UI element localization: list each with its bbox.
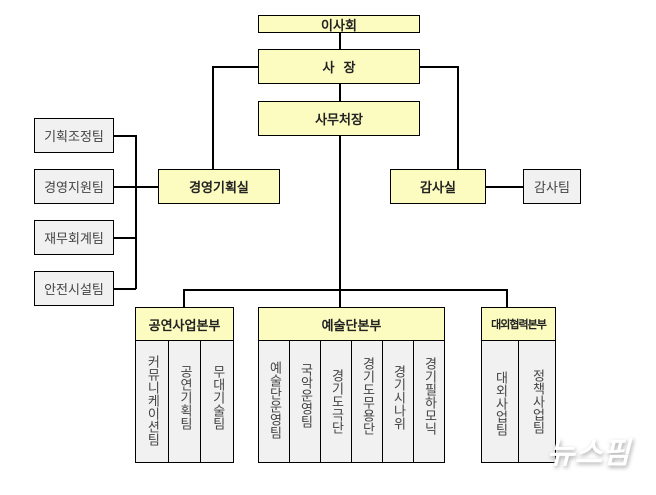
division-team: 경기필하모닉 [414,341,444,462]
audit-office-label: 감사실 [420,181,456,196]
division-team-label: 경기시나위 [390,365,406,430]
division-header: 공연사업본부 [136,308,233,341]
connector-division-1 [183,289,185,307]
board-box: 이사회 [258,15,420,34]
planning-team-box: 재무회계팀 [34,220,114,255]
division-team: 국악운영팀 [290,341,321,462]
planning-team-label: 기획조정팀 [44,130,104,145]
secretary-box: 사무처장 [258,101,420,136]
division-header: 예술단본부 [259,308,444,341]
division-team: 경기시나위 [383,341,414,462]
board-label: 이사회 [321,18,357,34]
planning-team-label: 안전시설팀 [44,283,104,298]
division-team: 경기도무용단 [352,341,383,462]
connector-team-4 [113,288,136,290]
division-team-label: 공연기획팀 [177,365,192,430]
division-team-label: 국악운영팀 [297,363,313,428]
audit-team-box: 감사팀 [523,169,581,204]
division-team-label: 무대기술팀 [209,365,225,430]
connector-planning-teams-spine [135,135,137,289]
planning-team-box: 경영지원팀 [34,169,114,204]
division-team-label: 대외사업팀 [492,371,508,436]
audit-team-label: 감사팀 [534,181,570,196]
division-performance: 공연사업본부 커뮤니케이션팀 공연기획팀 무대기술팀 [135,307,234,463]
secretary-label: 사무처장 [315,113,363,128]
audit-office-box: 감사실 [390,169,486,204]
planning-team-box: 기획조정팀 [34,118,114,153]
division-team: 무대기술팀 [201,341,234,462]
division-arts-company: 예술단본부 예술단운영팀 국악운영팀 경기도극단 경기도무용단 경기시나위 경기… [258,307,445,463]
watermark-logo: 뉴스핌 [547,436,630,471]
connector-president-right [420,66,458,68]
division-team: 대외사업팀 [482,341,519,462]
division-team-label: 예술단운영팀 [266,361,282,439]
president-label: 사 장 [322,61,356,76]
connector-board-president [339,32,341,49]
division-team: 커뮤니케이션팀 [136,341,169,462]
division-team-label: 경기도무용단 [359,357,375,435]
planning-team-label: 경영지원팀 [44,181,104,196]
connector-divisions-bus [183,289,507,291]
division-external-cooperation: 대외협력본부 대외사업팀 정책사업팀 [481,307,556,463]
division-header: 대외협력본부 [482,308,555,341]
connector-to-planning [212,66,214,169]
connector-team-3 [113,237,136,239]
planning-office-box: 경영기획실 [158,169,280,204]
planning-team-box: 안전시설팀 [34,271,114,306]
division-team-label: 경기필하모닉 [421,357,437,435]
connector-to-audit [457,66,459,169]
connector-team-2 [113,186,158,188]
connector-division-3 [506,289,508,307]
connector-audit-team [486,186,523,188]
president-box: 사 장 [258,49,420,84]
division-team-label: 커뮤니케이션팀 [144,355,160,446]
division-team: 공연기획팀 [168,341,202,462]
division-team: 예술단운영팀 [259,341,290,462]
connector-secretary-divisions [339,135,341,307]
division-team-label: 정책사업팀 [529,369,545,434]
connector-team-1 [113,135,136,137]
planning-team-label: 재무회계팀 [44,232,104,247]
division-team: 정책사업팀 [519,341,555,462]
connector-president-secretary [339,83,341,101]
planning-office-label: 경영기획실 [189,181,249,196]
division-team-label: 경기도극단 [328,369,344,434]
division-team: 경기도극단 [321,341,352,462]
connector-president-left [212,66,258,68]
